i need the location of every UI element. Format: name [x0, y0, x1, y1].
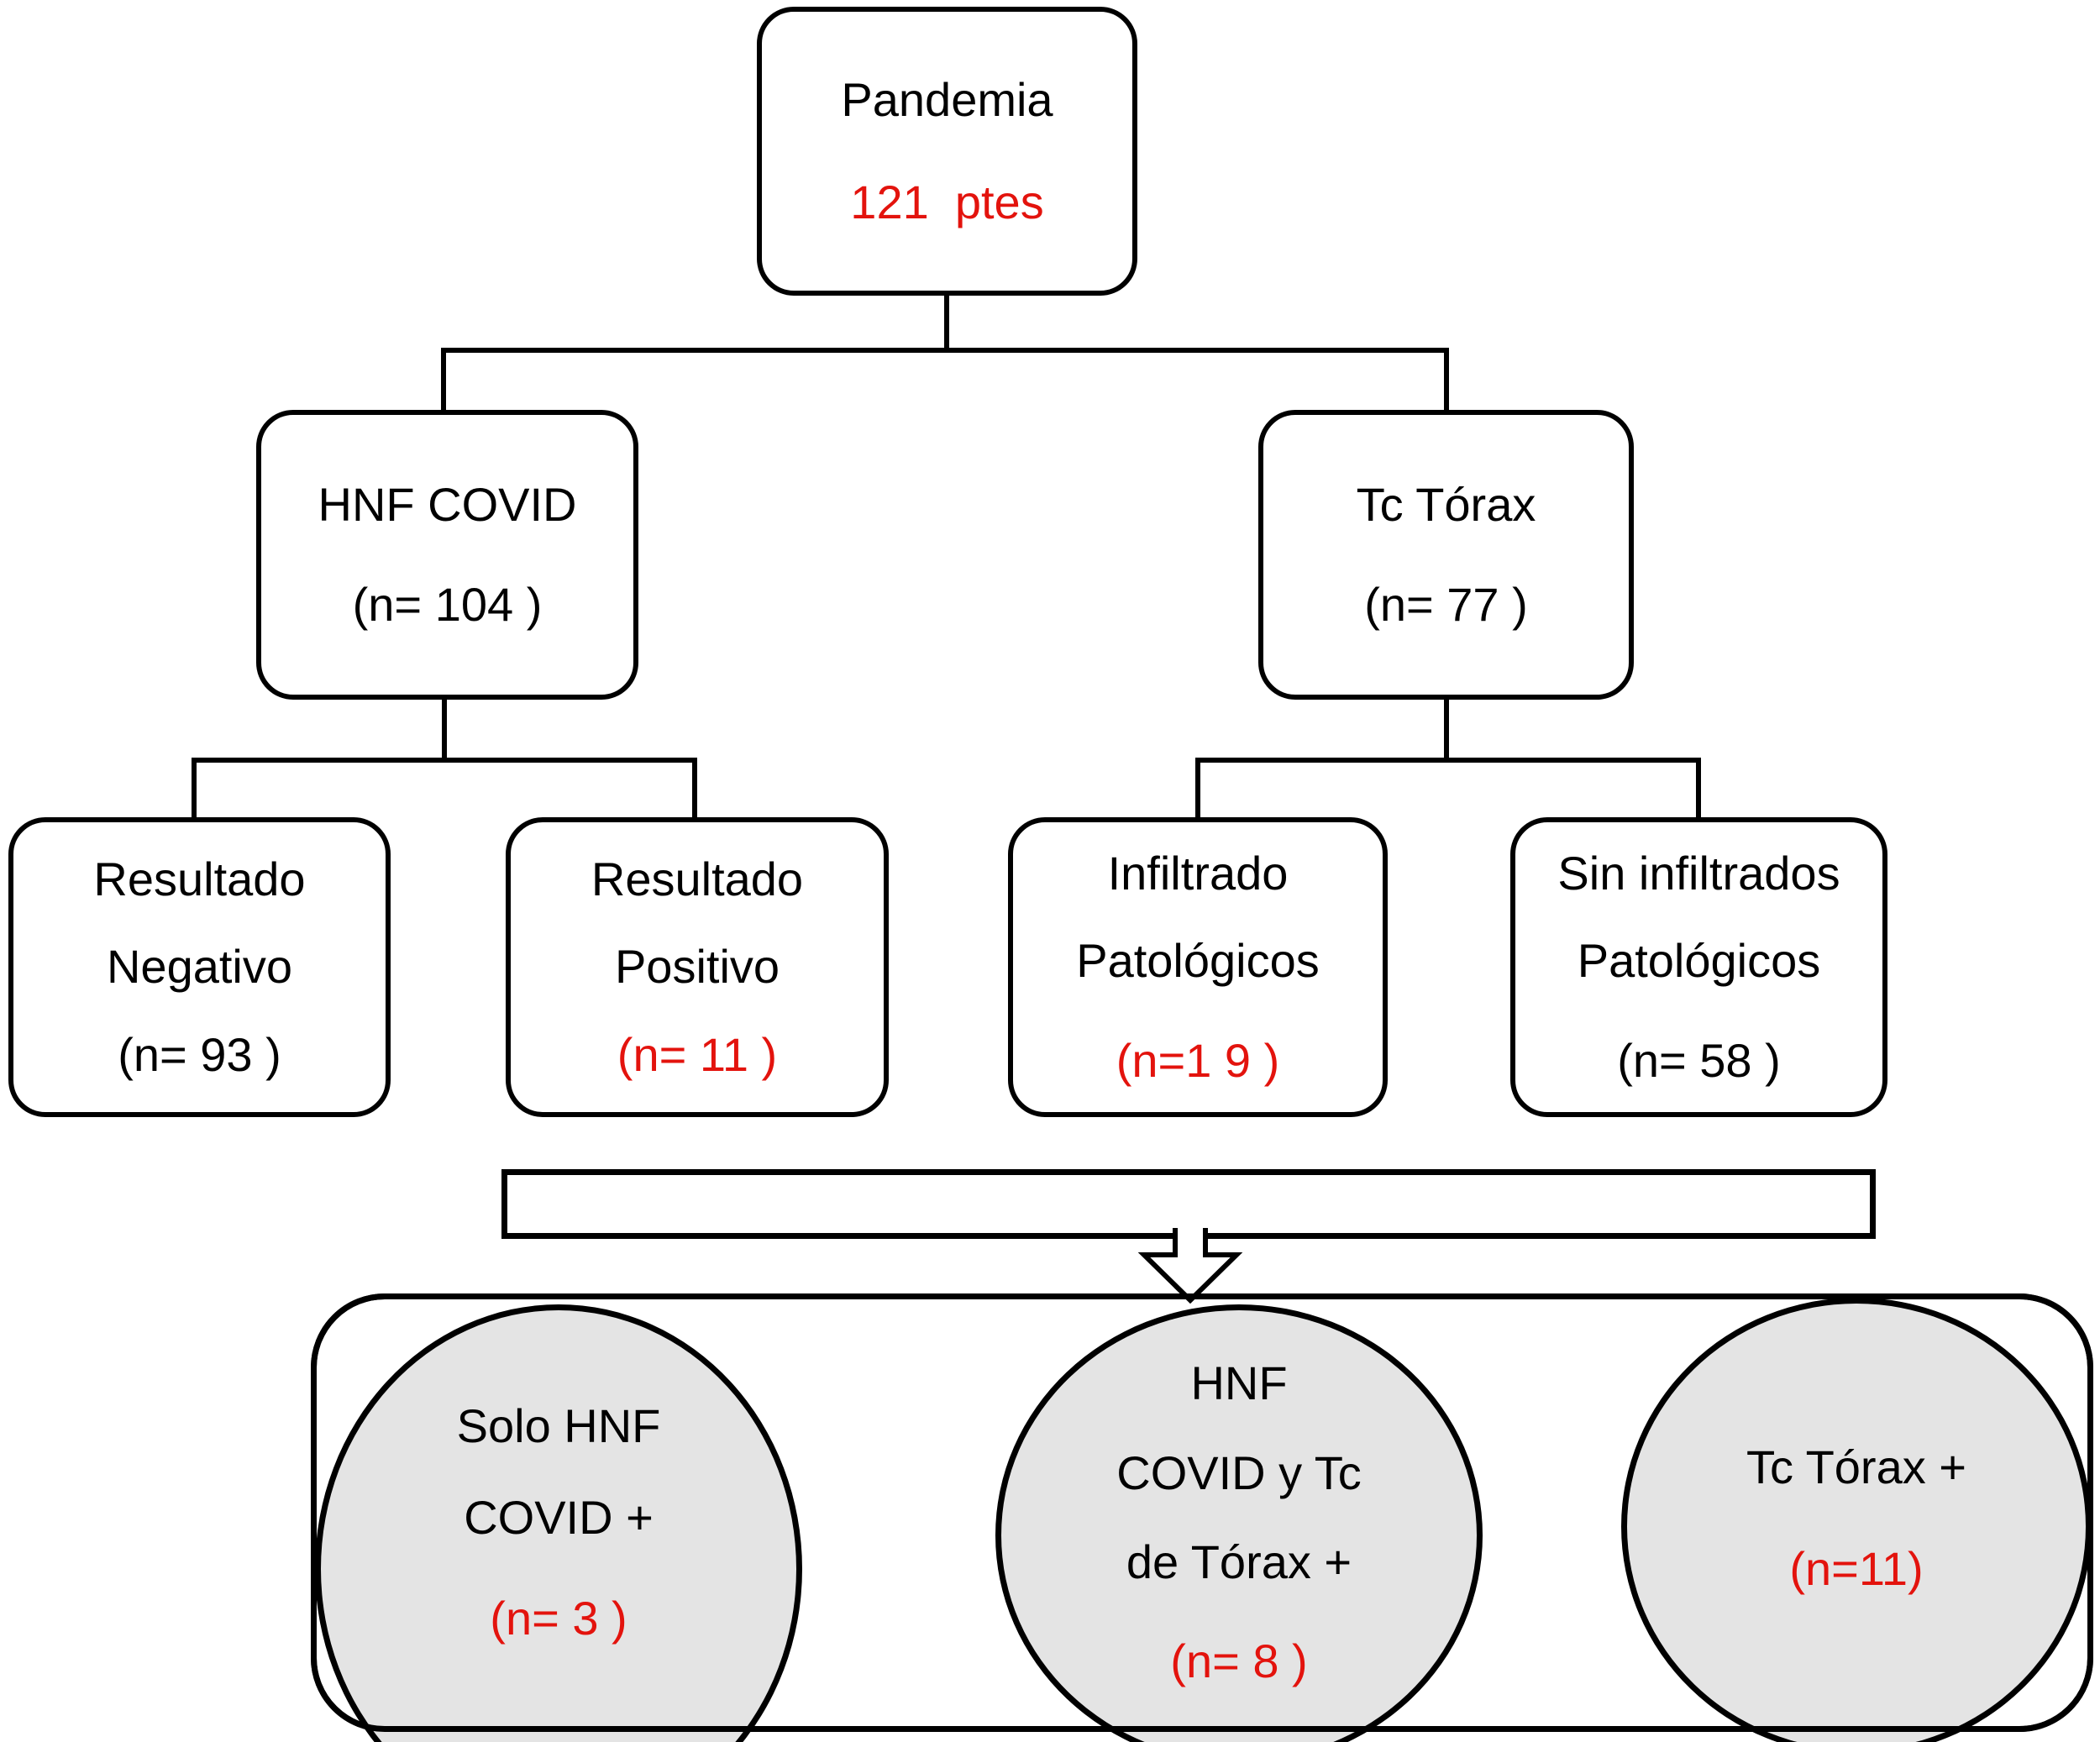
connector-root-stem: [944, 293, 949, 350]
connector-tc-crossbar: [1195, 758, 1701, 763]
node-sin-infiltrados: Sin infiltrados Patológicos (n= 58 ): [1510, 817, 1887, 1117]
circle-tc-torax-positivo: Tc Tórax + (n=11): [1621, 1298, 2092, 1742]
node-resultado-positivo-count: (n= 11 ): [617, 1027, 778, 1081]
node-pandemia-count: 121 ptes: [850, 176, 1044, 228]
connector-drop-tc: [1444, 350, 1449, 413]
node-resultado-positivo-line2: Positivo: [614, 940, 780, 994]
node-resultado-negativo-line1: Resultado: [93, 852, 306, 905]
node-pandemia-title: Pandemia: [841, 72, 1053, 126]
node-infiltrado-count: (n=1 9 ): [1116, 1033, 1280, 1087]
circle-hnf-covid-y-tc: HNF COVID y Tc de Tórax + (n= 8 ): [995, 1304, 1483, 1742]
connector-hnf-crossbar: [192, 758, 697, 763]
circle-tc-torax-line1: Tc Tórax +: [1746, 1440, 1966, 1494]
node-tc-torax-count: (n= 77 ): [1364, 578, 1528, 631]
circle-hnf-tc-count: (n= 8 ): [1170, 1634, 1308, 1688]
connector-drop-positivo: [692, 760, 697, 819]
circle-hnf-tc-line2: COVID y Tc: [1116, 1446, 1362, 1499]
connector-drop-infiltrado: [1195, 760, 1200, 819]
node-infiltrado-line2: Patológicos: [1076, 934, 1320, 988]
circle-tc-torax-count: (n=11): [1789, 1541, 1924, 1595]
node-sin-infiltrados-line2: Patológicos: [1577, 934, 1821, 988]
connector-drop-hnf: [441, 350, 446, 413]
node-sin-infiltrados-line1: Sin infiltrados: [1557, 846, 1840, 900]
down-arrow-icon: [1137, 1228, 1243, 1304]
node-infiltrado-line1: Infiltrado: [1107, 846, 1289, 900]
node-resultado-positivo: Resultado Positivo (n= 11 ): [506, 817, 889, 1117]
connector-tc-stem: [1444, 697, 1449, 760]
circle-hnf-tc-line1: HNF: [1190, 1356, 1288, 1410]
circle-solo-hnf-line1: Solo HNF: [456, 1399, 661, 1453]
node-tc-torax: Tc Tórax (n= 77 ): [1258, 410, 1634, 700]
node-hnf-covid-title: HNF COVID: [318, 477, 577, 531]
node-infiltrado-patologicos: Infiltrado Patológicos (n=1 9 ): [1008, 817, 1388, 1117]
circle-solo-hnf-covid: Solo HNF COVID + (n= 3 ): [315, 1304, 802, 1742]
node-resultado-negativo-line2: Negativo: [106, 940, 293, 994]
circle-solo-hnf-count: (n= 3 ): [490, 1592, 627, 1645]
circle-hnf-tc-line3: de Tórax +: [1126, 1535, 1352, 1588]
node-resultado-positivo-line1: Resultado: [591, 852, 804, 905]
connector-drop-sin-infiltrados: [1696, 760, 1701, 819]
circle-solo-hnf-line2: COVID +: [464, 1490, 654, 1544]
connector-drop-negativo: [192, 760, 197, 819]
node-hnf-covid: HNF COVID (n= 104 ): [256, 410, 638, 700]
node-tc-torax-title: Tc Tórax: [1356, 477, 1536, 531]
node-sin-infiltrados-count: (n= 58 ): [1617, 1033, 1781, 1087]
node-resultado-negativo: Resultado Negativo (n= 93 ): [8, 817, 391, 1117]
connector-hnf-stem: [442, 697, 447, 760]
connector-level2-crossbar: [441, 348, 1449, 353]
node-hnf-covid-count: (n= 104 ): [352, 578, 543, 631]
node-pandemia: Pandemia 121 ptes: [757, 7, 1137, 296]
node-resultado-negativo-count: (n= 93 ): [118, 1027, 281, 1081]
